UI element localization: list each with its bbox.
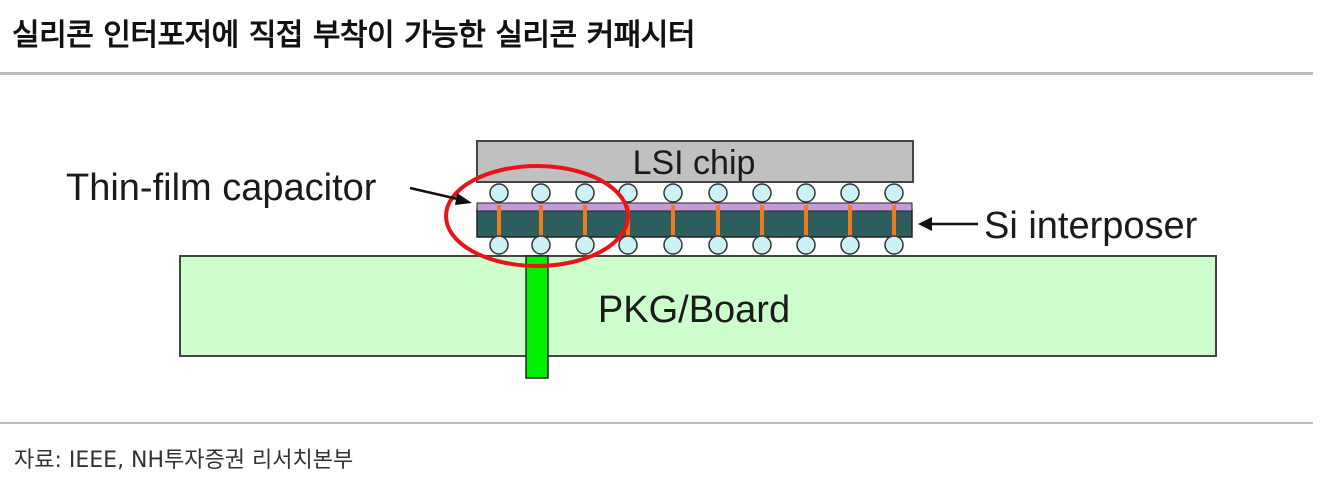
bottom-bump-8 — [796, 235, 816, 255]
bottom-bump-3 — [575, 235, 595, 255]
top-bump-1 — [489, 183, 509, 203]
bottom-bump-5 — [663, 235, 683, 255]
bottom-bumps — [489, 235, 904, 255]
bottom-bump-6 — [708, 235, 728, 255]
capacitor-label: Thin-film capacitor — [66, 167, 377, 209]
bottom-bump-7 — [752, 235, 772, 255]
capacitor-arrow — [409, 186, 472, 205]
thin-film-layer — [476, 202, 913, 212]
board-via — [525, 255, 549, 379]
source-note: 자료: IEEE, NH투자증권 리서치본부 — [14, 448, 354, 473]
via-7 — [760, 205, 764, 239]
via-2 — [539, 205, 543, 239]
via-5 — [671, 205, 675, 239]
via-1 — [497, 205, 501, 239]
via-6 — [716, 205, 720, 239]
pkg-board — [179, 255, 1217, 357]
lsi-chip — [476, 140, 914, 183]
board-label: PKG/Board — [598, 289, 790, 331]
bottom-bump-4 — [618, 235, 638, 255]
via-3 — [583, 205, 587, 239]
top-bump-5 — [663, 183, 683, 203]
chip-label: LSI chip — [633, 144, 756, 182]
title-divider — [0, 72, 1313, 75]
top-bump-6 — [708, 183, 728, 203]
footer-divider — [0, 422, 1313, 424]
via-9 — [848, 205, 852, 239]
top-bump-8 — [796, 183, 816, 203]
top-bump-10 — [884, 183, 904, 203]
bottom-bump-1 — [489, 235, 509, 255]
bottom-bump-10 — [884, 235, 904, 255]
interposer-arrow — [918, 217, 978, 231]
top-bump-3 — [575, 183, 595, 203]
top-bump-7 — [752, 183, 772, 203]
bottom-bump-9 — [840, 235, 860, 255]
top-bump-2 — [531, 183, 551, 203]
bottom-bump-2 — [531, 235, 551, 255]
via-10 — [892, 205, 896, 239]
via-8 — [804, 205, 808, 239]
top-bump-9 — [840, 183, 860, 203]
capacitor-highlight — [444, 164, 630, 268]
page-title: 실리콘 인터포저에 직접 부착이 가능한 실리콘 커패시터 — [12, 18, 695, 53]
interposer-label: Si interposer — [984, 205, 1198, 247]
si-interposer — [476, 209, 913, 238]
top-bumps — [489, 183, 904, 203]
